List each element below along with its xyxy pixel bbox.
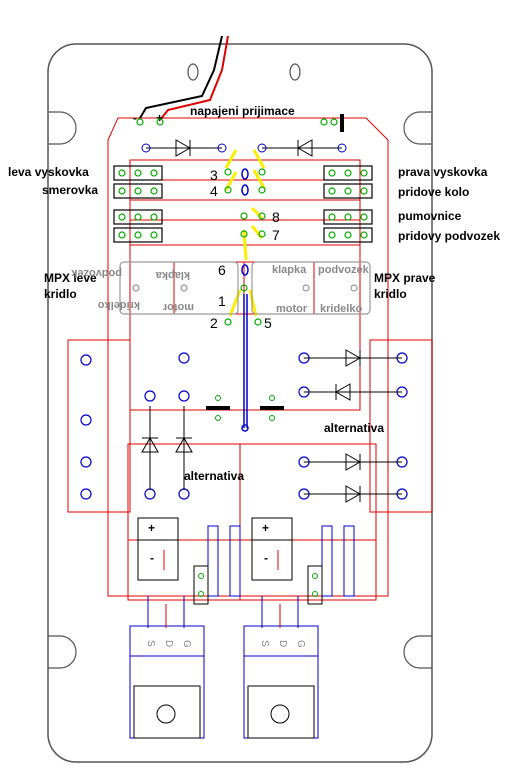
wire-number-6: 6 — [218, 262, 226, 278]
wire-number-8: 8 — [272, 209, 280, 225]
smerovka-label: smerovka — [42, 183, 98, 197]
mpx-prave-kridlo-label: kridlo — [374, 287, 407, 301]
mosfet1-d-label: D — [163, 640, 174, 647]
wire-number-3: 3 — [210, 167, 218, 183]
mounting-holes — [48, 63, 432, 669]
blue-coils — [241, 168, 249, 432]
pcb-outline — [67, 117, 433, 601]
mosfet1-g-label: G — [181, 640, 192, 648]
regulator2-plus-label: + — [262, 521, 269, 535]
alternativa-center-label: alternativa — [184, 469, 244, 483]
wire-number-5: 5 — [264, 315, 272, 331]
regulator-minus-label: - — [150, 551, 154, 565]
regulator-plus-label: + — [148, 521, 155, 535]
top-diodes — [141, 139, 347, 157]
wire-number-1: 1 — [218, 293, 226, 309]
capacitor — [340, 114, 344, 132]
mpx-leve-label: MPX leve — [44, 271, 97, 285]
servo-headers-right — [323, 165, 373, 243]
alternativa-right-label: alternativa — [324, 421, 384, 435]
power-pads — [136, 118, 338, 126]
caps — [206, 395, 284, 421]
kridelko-mirror-label: kridelko — [98, 299, 140, 311]
wire-pads — [224, 168, 266, 326]
podvozek-label: podvozek — [318, 264, 370, 276]
board-outline — [47, 43, 433, 763]
motor-label: motor — [276, 303, 308, 315]
motor-mirror-label: motor — [162, 301, 194, 313]
wire-number-2: 2 — [210, 315, 218, 331]
leva-vyskovka-label: leva vyskovka — [8, 165, 89, 179]
mpx-connector-left — [119, 261, 239, 315]
mpx-connector-right — [251, 261, 371, 315]
mosfets — [129, 596, 319, 739]
regulator2-minus-label: - — [264, 551, 268, 565]
regulators — [137, 517, 355, 605]
wire-number-4: 4 — [210, 183, 218, 199]
pridove-kolo-label: pridove kolo — [398, 185, 469, 199]
diodes — [141, 349, 402, 503]
mosfet2-d-label: D — [277, 640, 288, 647]
mosfet2-s-label: S — [259, 640, 270, 647]
mosfet1-s-label: S — [145, 640, 156, 647]
plus-label: + — [156, 111, 163, 125]
mpx-leve-kridlo-label: kridlo — [44, 287, 77, 301]
podvozek-mirror-label: podvozek — [70, 267, 122, 279]
servo-headers-left — [113, 165, 163, 243]
mosfet2-g-label: G — [295, 640, 306, 648]
pumovnice-label: pumovnice — [398, 209, 462, 223]
wire-number-7: 7 — [272, 227, 280, 243]
pridovy-podvozek-label: pridovy podvozek — [398, 229, 500, 243]
napajeni-label: napajeni prijimace — [190, 104, 295, 118]
klapka-mirror-label: klapka — [155, 269, 190, 281]
mpx-prave-label: MPX prave — [374, 271, 436, 285]
power-wires — [139, 35, 229, 121]
prava-vyskovka-label: prava vyskovka — [398, 165, 488, 179]
kridelko-label: kridelko — [320, 303, 362, 315]
klapka-label: klapka — [272, 264, 307, 276]
minus-label: - — [133, 111, 137, 125]
